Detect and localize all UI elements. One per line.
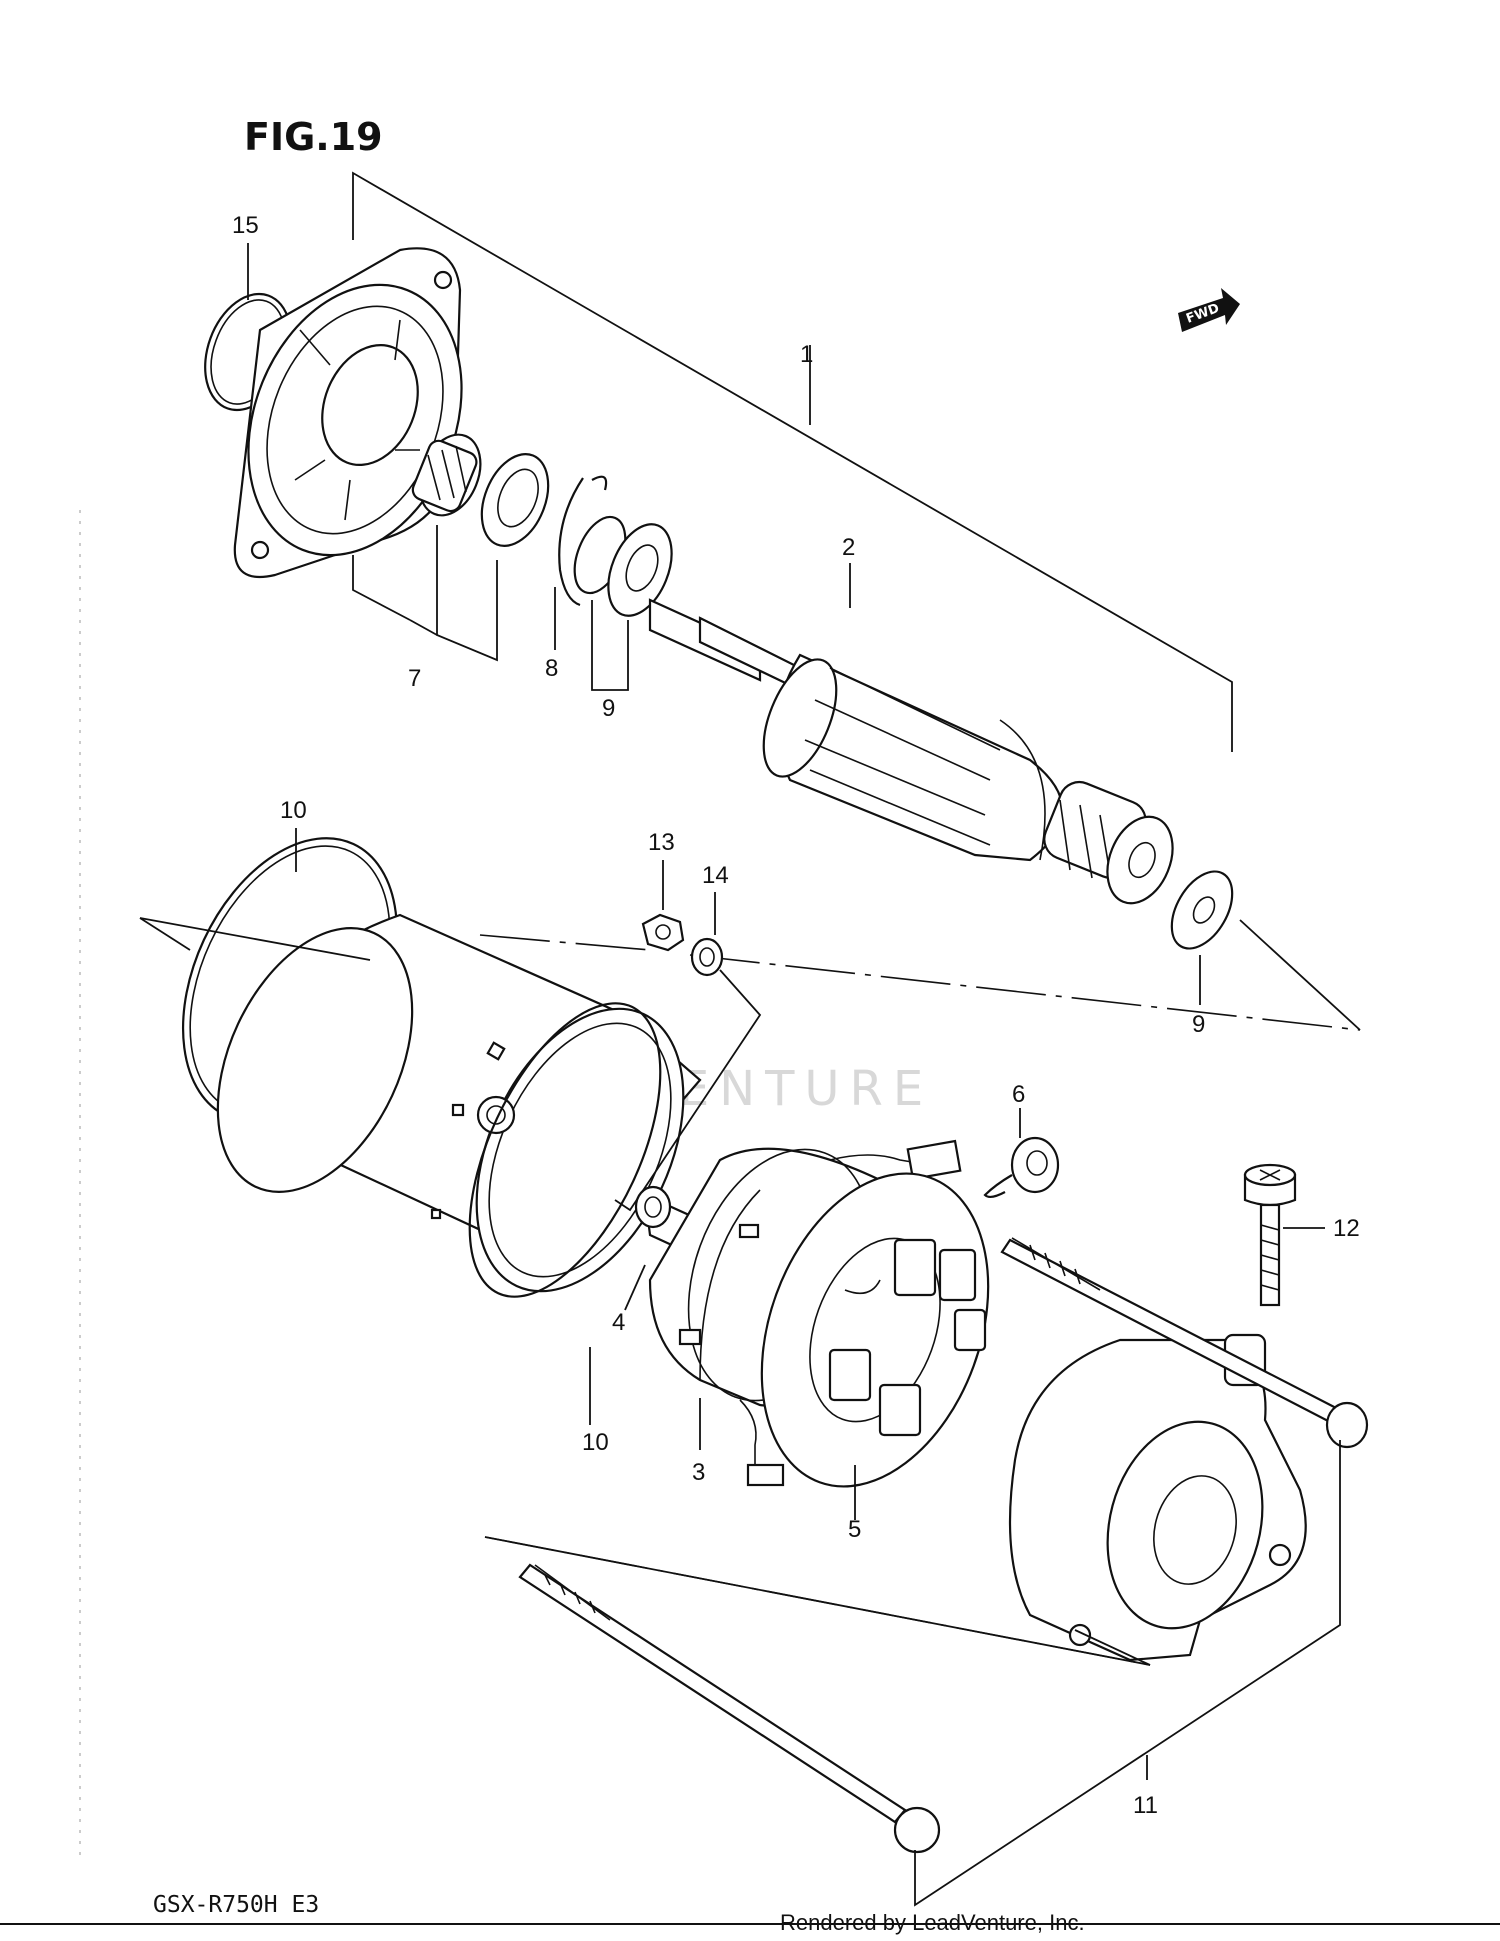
callout-10-lower: 10 <box>582 1429 609 1456</box>
washer-9b <box>607 523 673 617</box>
callout-3: 3 <box>692 1459 705 1486</box>
circlip-8 <box>558 477 584 607</box>
callout-2: 2 <box>842 534 855 561</box>
fwd-arrow-icon: FWD <box>1178 288 1240 332</box>
model-code: GSX-R750H E3 <box>153 1892 319 1918</box>
callout-12: 12 <box>1333 1215 1360 1242</box>
callout-7: 7 <box>408 665 421 692</box>
yoke-housing <box>216 913 702 1293</box>
callout-1: 1 <box>800 341 813 368</box>
callout-10-upper: 10 <box>280 797 307 824</box>
leader-bracket-9a <box>591 600 629 691</box>
bearing-7 <box>411 433 550 548</box>
callout-5: 5 <box>848 1516 861 1543</box>
front-housing <box>233 247 463 579</box>
brush-plate-5 <box>760 1172 990 1488</box>
callout-11: 11 <box>1133 1792 1158 1819</box>
o-ring-10b <box>468 1002 662 1298</box>
assembly-bracket-1 <box>352 171 1233 752</box>
callout-9-upper: 9 <box>602 695 615 722</box>
render-credit: Rendered by LeadVenture, Inc. <box>780 1910 1085 1935</box>
leader-4 <box>624 1264 646 1311</box>
callout-14: 14 <box>702 862 729 889</box>
through-bolt-lower <box>518 1563 941 1854</box>
figure-title: FIG.19 <box>244 115 383 159</box>
nut-13 <box>641 913 685 952</box>
callout-8: 8 <box>545 655 558 682</box>
callout-15: 15 <box>232 212 259 239</box>
leader-bracket-7 <box>436 525 498 662</box>
callout-4: 4 <box>612 1309 625 1336</box>
leader-bracket-11 <box>914 1440 1341 1907</box>
washer-14 <box>690 937 724 977</box>
brush-spring-6 <box>983 1136 1060 1199</box>
callout-6: 6 <box>1012 1081 1025 1108</box>
callout-9-right: 9 <box>1192 1011 1205 1038</box>
through-bolt-upper <box>1000 1237 1369 1449</box>
washer-9c <box>1170 870 1234 950</box>
callout-13: 13 <box>648 829 675 856</box>
rear-cover <box>1008 1333 1307 1662</box>
armature-2 <box>648 598 1174 905</box>
screw-12 <box>1243 1163 1297 1307</box>
